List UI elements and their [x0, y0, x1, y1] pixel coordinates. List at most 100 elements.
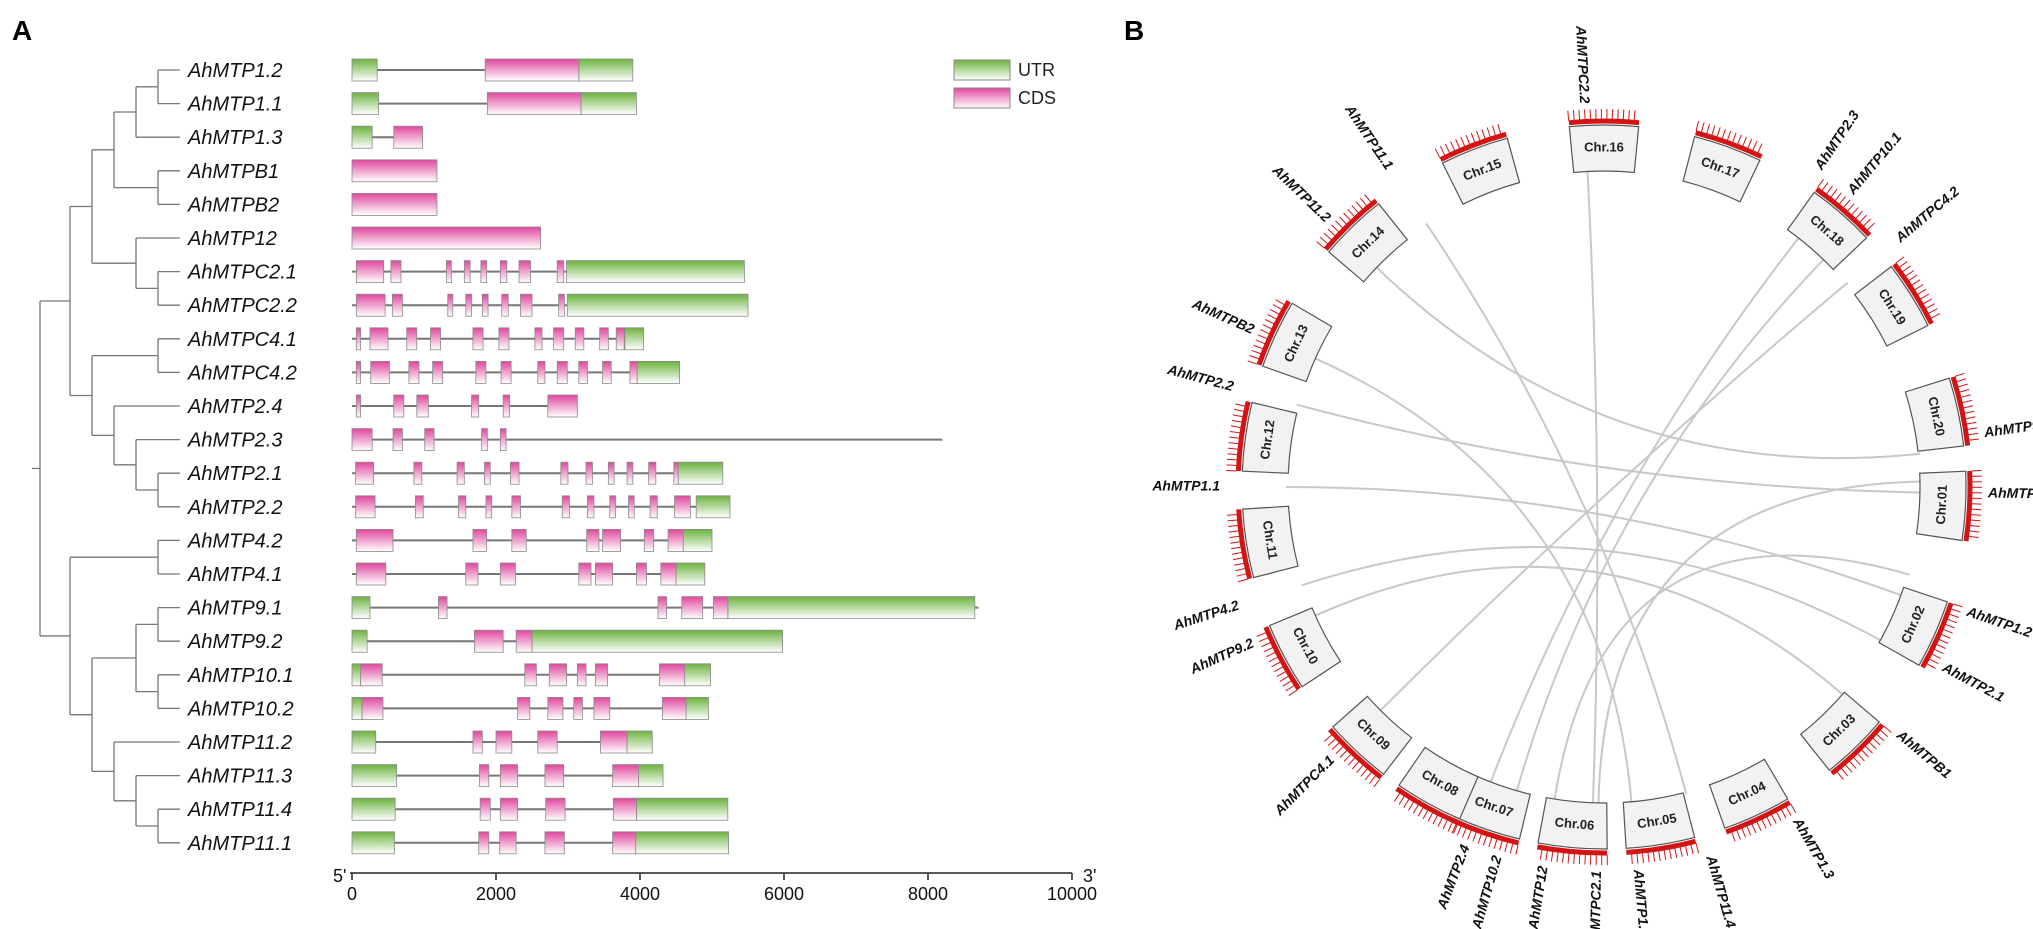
- chromosome-ticks: [1926, 603, 1963, 669]
- synteny-link: [1285, 486, 1904, 597]
- panel-a-label: A: [12, 15, 32, 46]
- cds-block: [501, 293, 509, 317]
- utr-block: [351, 663, 362, 687]
- utr-block: [677, 461, 724, 485]
- chromosome-box: [1242, 505, 1299, 579]
- chromosome-label: Chr.12: [1257, 419, 1277, 460]
- chromosome-box: [1568, 124, 1640, 174]
- chromosome-box: [1441, 137, 1521, 206]
- cds-block: [574, 327, 585, 351]
- cds-block: [615, 327, 625, 351]
- chromosome-band: [1536, 844, 1608, 856]
- synteny-link: [1313, 356, 1633, 804]
- chromosome-ticks: [1695, 120, 1763, 153]
- chromosome: Chr.08: [1393, 746, 1479, 834]
- chromosome-ticks: [1451, 823, 1519, 855]
- utr-block: [685, 697, 709, 720]
- cds-block: [478, 831, 490, 855]
- chromosome-box: [1261, 302, 1333, 383]
- synteny-link: [1425, 222, 1688, 795]
- chromosome-band: [1830, 723, 1885, 776]
- cds-block: [659, 663, 686, 687]
- chromosome-box: [1786, 191, 1868, 271]
- gene-name: AhMTPB1: [187, 161, 279, 183]
- chromosome-box: [1853, 265, 1929, 347]
- gene-row: AhMTPC2.2: [187, 293, 749, 317]
- cds-block: [547, 394, 578, 418]
- chromosome-band: [1963, 470, 1973, 542]
- cds-block: [648, 461, 657, 485]
- chromosome-label: Chr.06: [1554, 814, 1595, 832]
- cds-block: [472, 327, 484, 351]
- cds-block: [681, 596, 704, 619]
- utr-block: [351, 125, 373, 149]
- gene-name: AhMTP4.2: [187, 530, 282, 552]
- chromosome-box: [1682, 135, 1761, 203]
- gene-name: AhMTP2.3: [187, 430, 282, 452]
- gene-name: AhMTP4.1: [187, 564, 282, 586]
- circos-plot: Chr.01Chr.02Chr.03Chr.04Chr.05Chr.06Chr.…: [1151, 24, 2033, 929]
- chromosome: Chr.16: [1567, 108, 1640, 174]
- cds-block: [432, 360, 444, 384]
- cds-block: [465, 293, 472, 317]
- gene-row: AhMTP12: [187, 226, 542, 250]
- cds-block: [351, 226, 542, 250]
- legend-utr-swatch: [953, 59, 1011, 81]
- chromosome-box: [1878, 586, 1949, 667]
- chromosome-box: [1268, 607, 1342, 688]
- chromosome-ticks: [1631, 843, 1700, 864]
- chromosome-box: [1915, 470, 1967, 542]
- cds-block: [593, 697, 611, 720]
- circos-gene-label: AhMTP11.4: [1703, 853, 1739, 929]
- utr-block: [351, 92, 380, 115]
- gene-row: AhMTP4.1: [187, 562, 706, 586]
- gene-name: AhMTPB2: [187, 194, 279, 216]
- utr-block: [566, 293, 749, 317]
- chromosome-ticks: [1434, 124, 1502, 158]
- cds-block: [602, 360, 612, 384]
- cds-block: [586, 529, 600, 552]
- cds-block: [465, 562, 479, 586]
- cds-block: [520, 293, 533, 317]
- cds-block: [612, 831, 637, 855]
- gene-row: AhMTP2.3: [187, 428, 943, 452]
- chromosome-ticks: [1567, 108, 1636, 121]
- utr-block: [351, 629, 368, 653]
- cds-block: [587, 495, 595, 519]
- cds-block: [534, 327, 543, 351]
- chromosome-box: [1398, 746, 1479, 820]
- circos-gene-label: AhMTPC4.1: [1270, 752, 1337, 819]
- cds-block: [499, 797, 519, 821]
- cds-block: [609, 495, 616, 519]
- synteny-link: [1586, 169, 1599, 805]
- chromosome: Chr.20: [1904, 372, 1979, 452]
- gene-name: AhMTP11.2: [187, 732, 292, 754]
- gene-row: AhMTPC2.1: [187, 260, 745, 284]
- chromosome-ticks: [1324, 734, 1381, 788]
- cds-block: [361, 697, 384, 720]
- gene-name: AhMTP2.1: [187, 463, 282, 485]
- circos-gene-label: AhMTP9.2: [1187, 635, 1256, 678]
- gene-row: AhMTP2.2: [187, 495, 731, 519]
- utr-block: [351, 730, 377, 754]
- axis-tick-label: 0: [347, 884, 357, 904]
- cds-block: [499, 260, 508, 284]
- chromosome-band: [1695, 130, 1763, 159]
- legend-cds-label: CDS: [1018, 88, 1056, 108]
- gene-row: AhMTP2.1: [187, 461, 724, 485]
- cds-block: [351, 428, 373, 452]
- gene-row: AhMTP1.2: [187, 58, 634, 82]
- cds-block: [484, 461, 491, 485]
- cds-block: [502, 394, 511, 418]
- chromosome-band: [1439, 131, 1507, 162]
- cds-block: [643, 529, 655, 552]
- chromosome-box: [1537, 797, 1608, 850]
- gene-name: AhMTP1.3: [187, 127, 282, 149]
- cds-block: [585, 461, 593, 485]
- cds-block: [561, 495, 570, 519]
- gene-name: AhMTPC4.2: [187, 362, 297, 384]
- cds-block: [600, 730, 628, 754]
- chromosome-band: [1256, 299, 1291, 366]
- circos-gene-label: AhMTP2.1: [1939, 659, 2007, 705]
- cds-block: [355, 293, 386, 317]
